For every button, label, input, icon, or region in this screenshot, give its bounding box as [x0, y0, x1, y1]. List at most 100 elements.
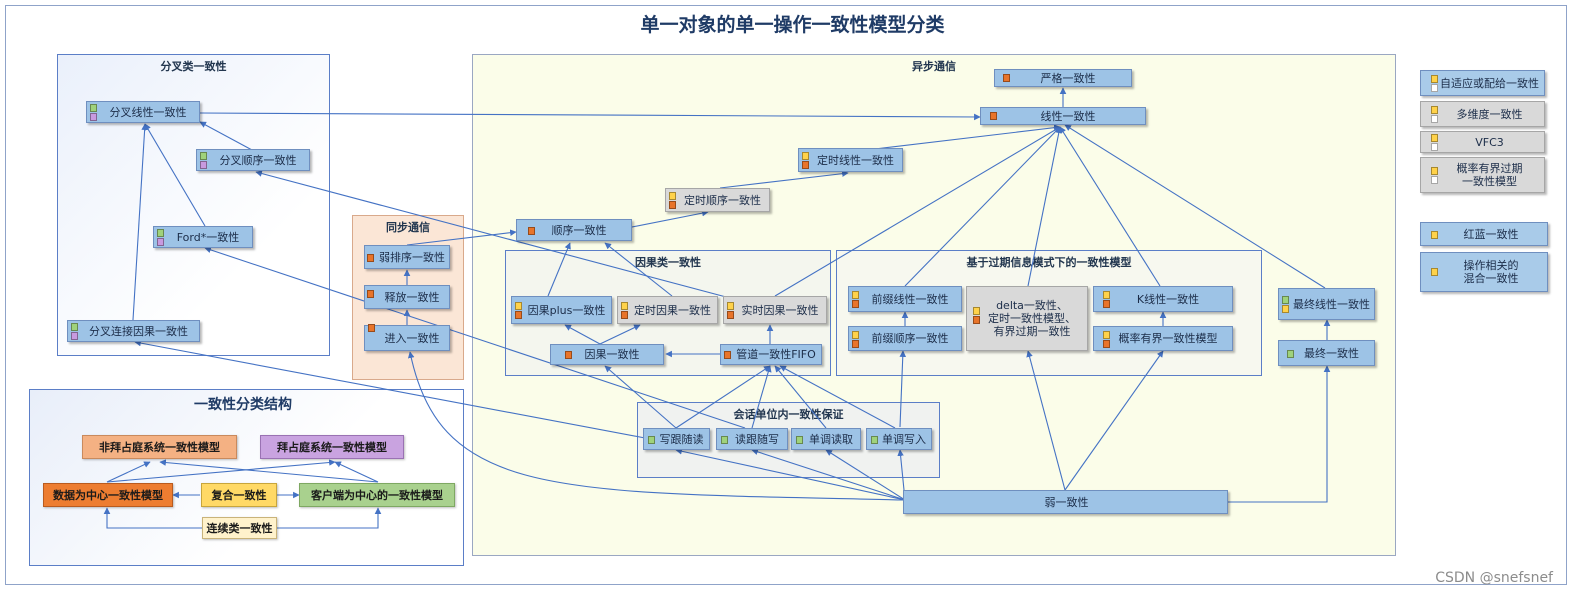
yellow-marker-icon [669, 192, 676, 200]
node-timed-linear-label: 定时线性一致性 [817, 153, 894, 167]
node-timed-order-label: 定时顺序一致性 [684, 193, 761, 207]
yellow-marker-icon [1431, 106, 1438, 114]
legend-vfc3-label: VFC3 [1475, 135, 1504, 149]
structure-title: 一致性分类结构 [194, 397, 292, 413]
orange-marker-icon [368, 324, 375, 332]
node-eventual[interactable]: 最终一致性 [1278, 340, 1375, 366]
node-delta-label: delta一致性、 定时一致性模型、 有界过期一致性 [988, 299, 1076, 338]
node-prefix-order[interactable]: 前缀顺序一致性 [848, 326, 962, 351]
node-prob-bounded[interactable]: 概率有界一致性模型 [1093, 326, 1233, 351]
legend-multi-dim: 多维度一致性 [1420, 101, 1545, 127]
orange-marker-icon [724, 351, 731, 359]
edge-struct-continuous-data [103, 507, 202, 529]
white-marker-icon [1431, 176, 1438, 184]
node-timed-causal[interactable]: 定时因果一致性 [617, 296, 718, 324]
orange-marker-icon [565, 351, 572, 359]
group-expire-label: 基于过期信息模式下的一致性模型 [966, 256, 1132, 269]
edge-timedlinear-linear [849, 124, 1061, 153]
node-strict-label: 严格一致性 [1040, 71, 1096, 85]
node-timed-order[interactable]: 定时顺序一致性 [665, 188, 770, 212]
white-marker-icon [1431, 143, 1438, 151]
edge-realtime-linear [774, 126, 1061, 297]
yellow-marker-icon [1103, 291, 1110, 299]
edge-weak-readyourwrites [675, 448, 906, 501]
node-fork-causal[interactable]: 分叉连接因果一致性 [67, 320, 200, 342]
edge-ryw-causal [604, 365, 677, 429]
orange-marker-icon [528, 227, 535, 235]
node-eventual-linear[interactable]: 最终线性一致性 [1278, 288, 1375, 320]
legend-prob-bounded-label: 概率有界过期 一致性模型 [1456, 162, 1523, 188]
node-ford[interactable]: Ford*一致性 [153, 226, 253, 248]
purple-marker-icon [90, 113, 97, 121]
orange-marker-icon [990, 112, 997, 120]
node-fork-linear[interactable]: 分叉线性一致性 [86, 101, 200, 123]
yellow-marker-icon [727, 302, 734, 310]
struct-non-byzantine[interactable]: 非拜占庭系统一致性模型 [82, 435, 237, 459]
yellow-marker-icon [621, 302, 628, 310]
edge-causal-timedcausal [599, 324, 641, 345]
edge-timedcausal-sequential [604, 242, 673, 297]
group-session-label: 会话单位内一致性保证 [733, 408, 844, 421]
orange-marker-icon [802, 161, 809, 169]
node-release-label: 释放一致性 [384, 290, 440, 304]
node-monotonic-write[interactable]: 单调写入 [866, 428, 932, 450]
edge-monowrite-prefixorder [899, 350, 907, 428]
node-fork-linear-label: 分叉线性一致性 [109, 105, 187, 119]
node-entry[interactable]: 进入一致性 [364, 324, 450, 351]
struct-data-centric[interactable]: 数据为中心一致性模型 [43, 483, 173, 507]
edge-klinear-linear [1059, 126, 1161, 287]
node-pipeline[interactable]: 管道一致性FIFO [720, 344, 822, 365]
orange-marker-icon [852, 300, 859, 308]
green-marker-icon [721, 436, 728, 444]
node-release[interactable]: 释放一致性 [364, 285, 450, 309]
node-realtime-causal[interactable]: 实时因果一致性 [723, 296, 827, 324]
purple-marker-icon [157, 238, 164, 246]
yellow-marker-icon [852, 291, 859, 299]
edge-struct-data-byz [106, 459, 336, 483]
legend-op-mixed: 操作相关的 混合一致性 [1420, 252, 1548, 292]
node-prefix-order-label: 前缀顺序一致性 [871, 332, 949, 345]
orange-marker-icon [1003, 74, 1010, 82]
node-timed-linear[interactable]: 定时线性一致性 [798, 148, 903, 172]
orange-marker-icon [669, 201, 676, 209]
node-causal[interactable]: 因果一致性 [550, 344, 664, 365]
node-linear[interactable]: 线性一致性 [980, 107, 1146, 125]
struct-client-centric[interactable]: 客户端为中心的一致性模型 [299, 483, 455, 507]
node-weak[interactable]: 弱一致性 [903, 490, 1228, 514]
node-weak-label: 弱一致性 [1044, 495, 1089, 509]
edge-eventuallinear-linear [1064, 124, 1326, 289]
yellow-marker-icon [1431, 134, 1438, 142]
orange-marker-icon [852, 340, 859, 348]
watermark: CSDN @snefsnef [1435, 570, 1553, 586]
node-pipeline-label: 管道一致性FIFO [736, 348, 816, 361]
edge-weak-writesfollow [751, 448, 906, 501]
node-fork-order[interactable]: 分叉顺序一致性 [196, 149, 310, 171]
node-read-your-writes[interactable]: 写跟随读 [643, 428, 710, 450]
node-writes-follow-reads[interactable]: 读跟随写 [716, 428, 788, 450]
edge-weak-entry [407, 351, 906, 501]
node-delta[interactable]: delta一致性、 定时一致性模型、 有界过期一致性 [966, 286, 1088, 351]
green-marker-icon [71, 323, 78, 331]
yellow-marker-icon [1282, 305, 1289, 313]
legend-red-blue: 红蓝一致性 [1420, 222, 1548, 246]
node-k-linear[interactable]: K线性一致性 [1093, 286, 1233, 312]
node-sequential[interactable]: 顺序一致性 [516, 219, 632, 241]
edge-causal-causalplus [564, 324, 601, 345]
node-weak-order[interactable]: 弱排序一致性 [364, 245, 450, 269]
struct-continuous[interactable]: 连续类一致性 [202, 517, 277, 539]
struct-composite[interactable]: 复合一致性 [201, 483, 277, 507]
edge-struct-data-nonbyz [106, 461, 151, 483]
node-fork-causal-label: 分叉连接因果一致性 [89, 324, 188, 338]
node-read-your-writes-label: 写跟随读 [659, 432, 704, 446]
node-causal-plus[interactable]: 因果plus一致性 [511, 296, 612, 324]
node-monotonic-write-label: 单调写入 [882, 432, 926, 446]
edge-forklinear-linear [199, 112, 981, 121]
node-prefix-linear[interactable]: 前缀线性一致性 [848, 286, 962, 312]
struct-byzantine[interactable]: 拜占庭系统一致性模型 [260, 435, 404, 459]
node-linear-label: 线性一致性 [1040, 109, 1096, 123]
node-monotonic-read[interactable]: 单调读取 [791, 428, 861, 450]
edge-weak-eventual [1228, 365, 1331, 503]
node-writes-follow-reads-label: 读跟随写 [735, 432, 779, 446]
yellow-marker-icon [1431, 231, 1438, 239]
node-strict[interactable]: 严格一致性 [994, 69, 1132, 87]
